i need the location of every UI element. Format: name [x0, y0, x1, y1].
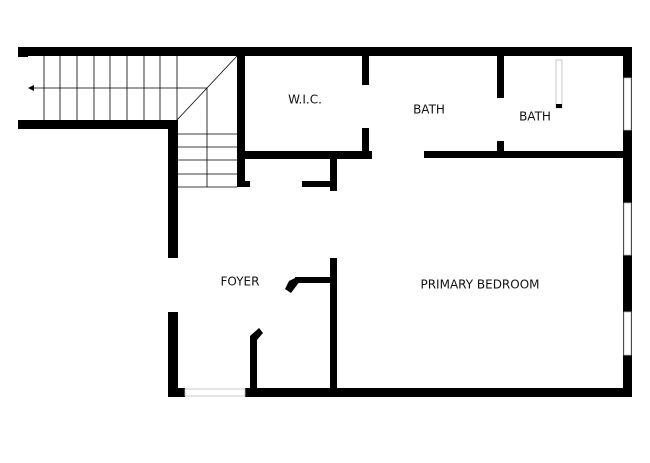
- room-label-bath: BATH: [413, 103, 445, 117]
- staircase: [28, 55, 238, 188]
- stair-arrow-icon: [28, 85, 34, 91]
- windows: [184, 59, 632, 397]
- room-label-foyer: FOYER: [221, 275, 260, 289]
- room-label-bath-2: BATH: [519, 110, 551, 124]
- room-label-primary-bedroom: PRIMARY BEDROOM: [420, 278, 539, 292]
- room-label-wic: W.I.C.: [288, 93, 322, 107]
